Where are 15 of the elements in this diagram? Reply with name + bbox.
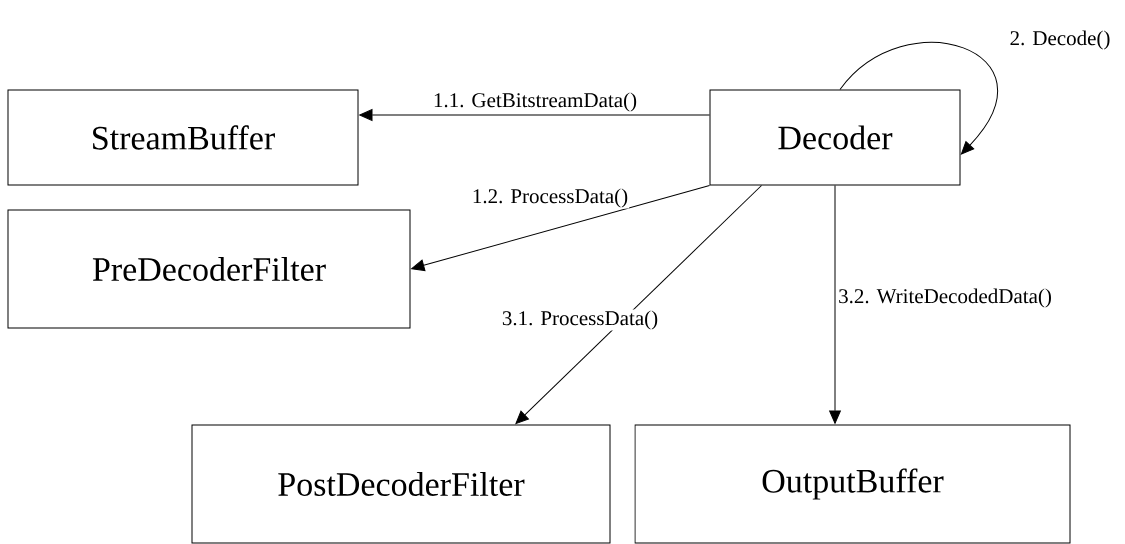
class-box: StreamBuffer bbox=[7, 89, 359, 186]
edge-label: 2. Decode() bbox=[1008, 29, 1112, 51]
arrow bbox=[829, 185, 841, 424]
arrow bbox=[839, 42, 998, 155]
edge-label: 3.1. ProcessData() bbox=[500, 309, 660, 331]
edge-label: 1.2. ProcessData() bbox=[470, 187, 630, 209]
class-box: Decoder bbox=[709, 89, 961, 186]
edge-label: 1.1. GetBitstreamData() bbox=[431, 91, 639, 113]
arrow bbox=[411, 185, 710, 272]
class-box: OutputBuffer bbox=[634, 424, 1071, 544]
edge-label: 3.2. WriteDecodedData() bbox=[837, 287, 1053, 309]
class-box: PostDecoderFilter bbox=[191, 424, 611, 544]
class-box: PreDecoderFilter bbox=[7, 209, 411, 329]
arrow bbox=[359, 109, 710, 121]
arrow bbox=[515, 185, 762, 425]
